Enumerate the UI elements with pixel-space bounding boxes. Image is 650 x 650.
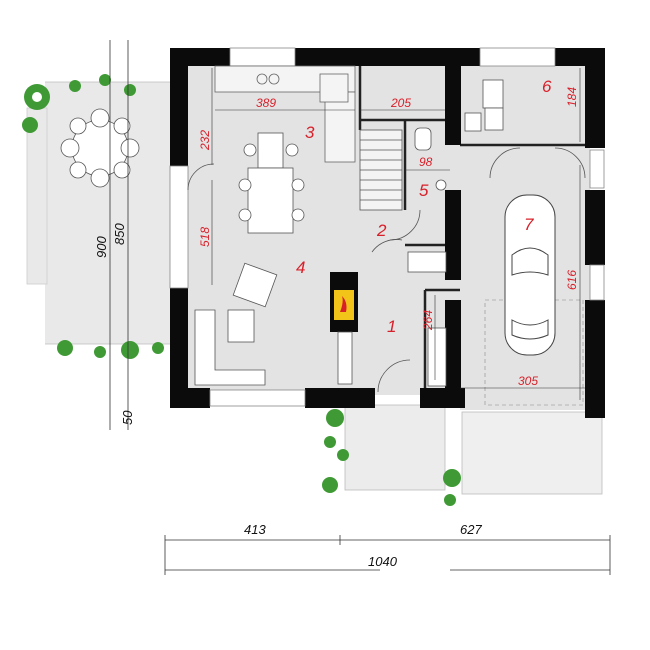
terrace-dining-set bbox=[60, 108, 140, 188]
room-number-5: 5 bbox=[419, 181, 429, 200]
staircase bbox=[359, 129, 403, 211]
windows bbox=[169, 47, 605, 407]
horizontal-dimension-lines bbox=[164, 535, 611, 575]
room-number-1: 1 bbox=[387, 317, 396, 336]
living-room-furniture bbox=[194, 262, 278, 386]
dim-left-part: 413 bbox=[244, 522, 266, 537]
dim-offset: 50 bbox=[120, 410, 135, 425]
kitchen-counters bbox=[214, 65, 356, 163]
dim-house-depth: 850 bbox=[112, 223, 127, 245]
dim-kitchen-depth: 232 bbox=[198, 130, 212, 151]
interior-walls bbox=[358, 65, 590, 395]
room-number-7: 7 bbox=[524, 215, 534, 234]
dim-hall-width: 264 bbox=[421, 310, 435, 331]
car-icon bbox=[504, 194, 556, 356]
room-number-2: 2 bbox=[376, 221, 387, 240]
dim-stair-width: 205 bbox=[390, 96, 411, 110]
doors bbox=[187, 147, 586, 393]
room-number-6: 6 bbox=[542, 77, 552, 96]
interior-dimension-lines bbox=[211, 68, 585, 400]
dim-garage-width: 305 bbox=[518, 374, 538, 388]
driveway bbox=[461, 411, 603, 495]
dim-garage-depth: 616 bbox=[565, 270, 579, 290]
tree-icon bbox=[22, 74, 461, 506]
fireplace-icon bbox=[334, 290, 354, 320]
bathroom-fixtures bbox=[407, 127, 447, 273]
boiler-room-fixtures bbox=[464, 79, 504, 132]
dim-bath-width: 98 bbox=[419, 155, 433, 169]
dim-right-part: 627 bbox=[460, 522, 482, 537]
room-number-3: 3 bbox=[305, 123, 315, 142]
dim-boiler-depth: 184 bbox=[565, 87, 579, 107]
room-number-4: 4 bbox=[296, 258, 305, 277]
dim-living-depth: 518 bbox=[198, 227, 212, 247]
dim-total-width: 1040 bbox=[368, 554, 398, 569]
entrance-steps bbox=[344, 404, 446, 491]
dim-terrace-depth: 900 bbox=[94, 236, 109, 258]
hall-bench bbox=[337, 331, 353, 385]
dim-kitchen-width: 389 bbox=[256, 96, 276, 110]
dining-table-icon bbox=[238, 132, 305, 234]
hall-closet bbox=[427, 327, 447, 387]
vertical-dimension-lines bbox=[109, 40, 129, 430]
